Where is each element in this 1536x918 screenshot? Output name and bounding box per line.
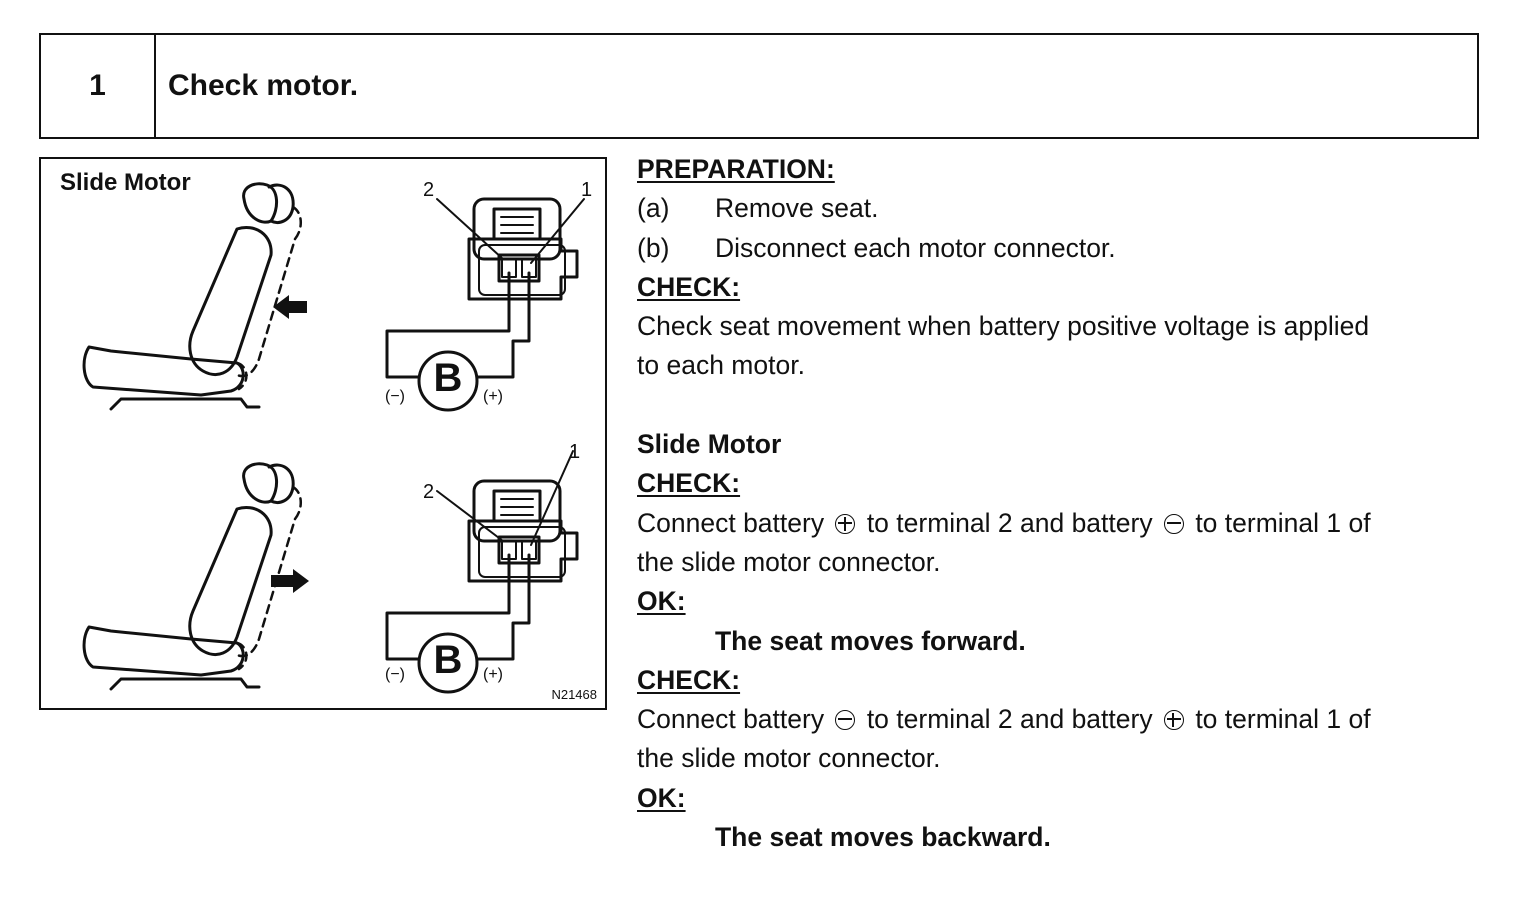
figure-caption: Slide Motor bbox=[60, 169, 191, 196]
bottom-terminal-1-label: 1 bbox=[569, 441, 581, 463]
negative-terminal-icon bbox=[835, 710, 856, 731]
check-text-line: Check seat movement when battery positiv… bbox=[637, 311, 1370, 342]
ok-result: The seat moves backward. bbox=[715, 822, 1051, 853]
top-negative-label: (−) bbox=[385, 388, 405, 405]
check-text: Connect battery bbox=[637, 704, 832, 735]
positive-terminal-icon bbox=[1163, 710, 1184, 731]
negative-terminal-icon bbox=[1163, 513, 1184, 534]
top-positive-label: (+) bbox=[483, 388, 503, 405]
check-text: to terminal 2 and battery bbox=[859, 704, 1160, 735]
check-heading: CHECK: bbox=[637, 468, 741, 499]
positive-terminal-icon bbox=[835, 513, 856, 534]
seat-illustration-bottom bbox=[82, 462, 302, 691]
check-text: Connect battery bbox=[637, 507, 832, 538]
slide-motor-heading: Slide Motor bbox=[637, 429, 782, 460]
prep-item-text: Disconnect each motor connector. bbox=[715, 232, 1116, 263]
bottom-terminal-2-label: 2 bbox=[423, 481, 435, 503]
check-instruction-line: Connect battery to terminal 2 and batter… bbox=[637, 700, 1517, 739]
connector-top bbox=[385, 197, 585, 412]
bottom-negative-label: (−) bbox=[385, 666, 405, 683]
check-instruction-line: Connect battery to terminal 2 and batter… bbox=[637, 504, 1517, 543]
check-heading: CHECK: bbox=[637, 664, 741, 695]
bottom-positive-label: (+) bbox=[483, 666, 503, 683]
check-text: to terminal 2 and battery bbox=[859, 507, 1160, 538]
figure-drawing bbox=[82, 182, 585, 694]
check-instruction-line: the slide motor connector. bbox=[637, 743, 941, 774]
bottom-battery-label: B bbox=[433, 638, 463, 682]
seat-illustration-top bbox=[82, 182, 302, 411]
prep-item-letter: (b) bbox=[637, 232, 670, 263]
ok-heading: OK: bbox=[637, 782, 686, 813]
top-terminal-1-label: 1 bbox=[581, 179, 593, 201]
figure-code: N21468 bbox=[551, 687, 597, 702]
step-title: Check motor. bbox=[168, 69, 359, 102]
instructions: PREPARATION: (a) Remove seat. (b) Discon… bbox=[637, 150, 1517, 857]
prep-item-text: Remove seat. bbox=[715, 193, 879, 224]
check-text: to terminal 1 of bbox=[1187, 704, 1371, 735]
prep-item-letter: (a) bbox=[637, 193, 670, 224]
check-text-line: to each motor. bbox=[637, 350, 805, 381]
preparation-heading: PREPARATION: bbox=[637, 154, 835, 184]
check-instruction-line: the slide motor connector. bbox=[637, 546, 941, 577]
backward-arrow-icon bbox=[273, 295, 307, 319]
prep-item: (a) Remove seat. bbox=[637, 189, 1517, 228]
forward-arrow-icon bbox=[271, 569, 309, 593]
check-text: to terminal 1 of bbox=[1187, 507, 1371, 538]
check-heading: CHECK: bbox=[637, 271, 741, 302]
top-terminal-2-label: 2 bbox=[423, 179, 435, 201]
step-number: 1 bbox=[41, 35, 156, 137]
connector-bottom bbox=[385, 450, 579, 694]
slide-motor-figure: Slide Motor 2 1 B (−) (+) 2 1 B (−) (+) … bbox=[39, 157, 607, 710]
ok-result: The seat moves forward. bbox=[715, 625, 1026, 656]
top-battery-label: B bbox=[433, 356, 463, 400]
prep-item: (b) Disconnect each motor connector. bbox=[637, 229, 1517, 268]
ok-heading: OK: bbox=[637, 586, 686, 617]
step-header: 1 Check motor. bbox=[39, 33, 1479, 139]
